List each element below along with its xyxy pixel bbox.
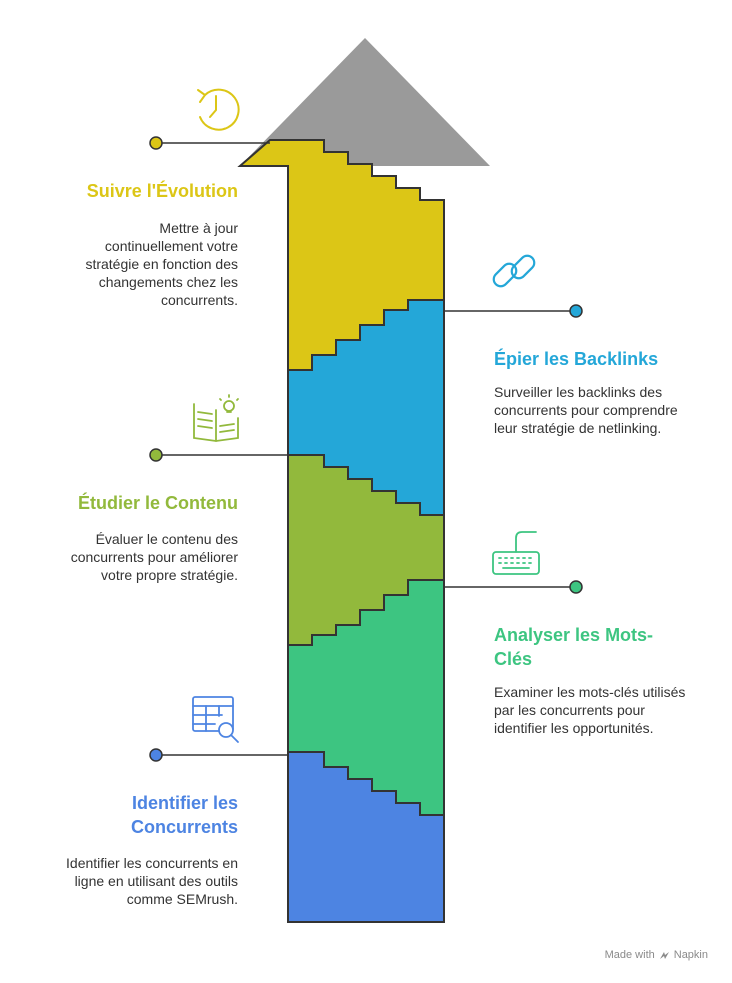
desc-suivre-evolution: Mettre à jour continuellement votre stra… xyxy=(85,220,238,308)
title-epier-backlinks: Épier les Backlinks xyxy=(494,349,659,369)
link-icon xyxy=(492,254,536,288)
desc-identifier-concurrents: Identifier les concurrents en ligne en u… xyxy=(66,855,238,907)
title-suivre-evolution: Suivre l'Évolution xyxy=(86,181,238,201)
made-with-label: Made with xyxy=(604,949,655,961)
made-with-napkin: Made with Napkin xyxy=(605,949,708,961)
keyboard-icon xyxy=(492,531,540,575)
napkin-logo-icon xyxy=(659,951,669,959)
stopwatch-icon xyxy=(197,88,240,131)
desc-etudier-contenu: Évaluer le contenu des concurrents pour … xyxy=(70,531,238,583)
arrow-head xyxy=(240,38,490,166)
napkin-brand: Napkin xyxy=(673,949,708,961)
desc-analyser-mots-cles: Examiner les mots-clés utilisés par les … xyxy=(494,684,686,736)
desc-epier-backlinks: Surveiller les backlinks des concurrents… xyxy=(494,384,678,436)
connector-contenu xyxy=(149,448,288,462)
title-identifier-concurrents: Identifier les Concurrents xyxy=(130,793,238,837)
book-lightbulb-icon xyxy=(193,394,239,442)
connector-backlinks xyxy=(444,304,583,318)
title-etudier-contenu: Étudier le Contenu xyxy=(77,493,238,513)
segment-identifier-concurrents xyxy=(287,751,445,923)
title-analyser-mots-cles: Analyser les Mots-Clés xyxy=(494,625,654,669)
connector-concurrents xyxy=(149,748,288,762)
connector-mots-cles xyxy=(444,580,583,594)
table-search-icon xyxy=(192,696,239,743)
connector-suivre xyxy=(149,136,270,150)
